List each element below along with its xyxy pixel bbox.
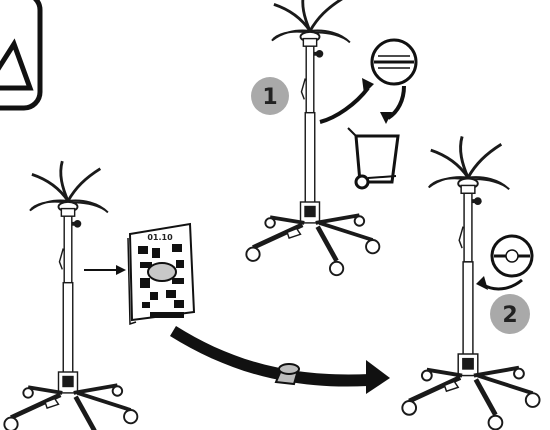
manual-icon: 01.10	[127, 222, 196, 326]
manual-code: 01.10	[147, 233, 173, 242]
warning-triangle-icon	[0, 0, 43, 111]
arrow-to-jack	[476, 276, 523, 291]
oil-plug-icon	[370, 38, 418, 86]
refill-arrow	[170, 326, 390, 394]
funnel-icon	[274, 363, 300, 386]
transmission-jack-icon	[4, 161, 137, 430]
oil-disposal-bin-icon	[347, 127, 400, 190]
arrow-to-plug	[319, 78, 374, 124]
step-2-badge: 2	[490, 294, 530, 334]
step-1-number: 1	[262, 85, 277, 110]
step-1-badge: 1	[251, 77, 289, 115]
step-2-number: 2	[502, 303, 517, 328]
arrow-to-bin	[380, 85, 406, 124]
oil-plug-icon	[490, 234, 534, 278]
arrow-to-manual	[84, 265, 126, 275]
